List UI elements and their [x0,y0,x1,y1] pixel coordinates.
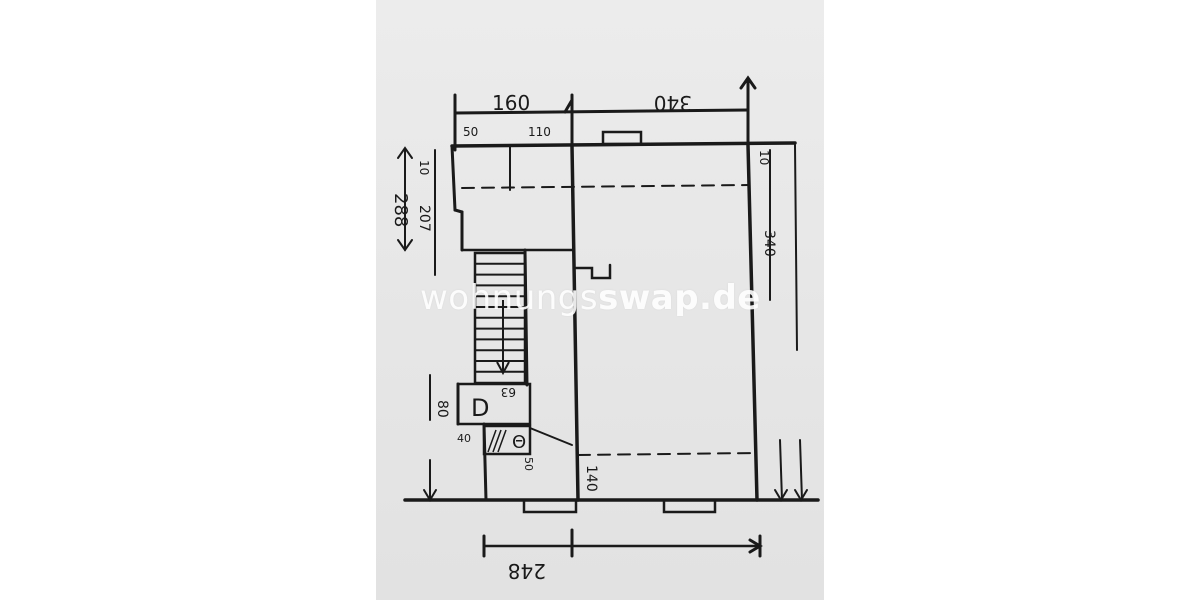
bottom-window [662,498,717,514]
dim-label-door-a: 63 [501,385,516,399]
right-wall [746,143,759,502]
left-wall-upper [450,144,457,212]
central-wall [570,144,580,502]
dim-arrow [397,146,413,159]
stair-wall [523,248,529,387]
niche [574,263,612,280]
watermark-bold: swap.de [598,278,761,318]
dim-arrow [774,489,788,502]
dim-label-mid: 140 [583,465,599,492]
watermark-regular: wohnungs [420,278,599,318]
dim-arrow [748,538,763,554]
dim-label-left-sub-b: 207 [416,205,432,232]
stove-block [456,382,532,426]
stove-sub-label: Θ [512,432,526,453]
dashed-line [461,184,749,189]
dim-label-corner: 40 [457,432,471,445]
dim-label-door-small: 50 [522,457,535,471]
bottom-window [522,498,578,514]
dim-label-door: 80 [434,400,450,418]
door-line [529,427,573,446]
watermark: wohnungsswap.de [420,278,761,318]
dashed-line [747,149,753,291]
dim-label-left-sub-a: 10 [417,160,431,175]
stove-label: D [471,394,489,422]
right-dimension-line [779,439,783,501]
dim-arrow [739,75,757,90]
right-dimension-line [794,144,798,351]
dim-label-top-left: 160 [492,91,530,115]
stair-direction-arrow [496,361,510,376]
dim-arrow [423,489,437,502]
top-dimension-line [453,108,750,115]
dim-label-bottom-total: 248 [508,559,546,583]
stair-treads [475,262,525,373]
dim-label-left-total: 288 [390,193,411,227]
dashed-line [577,452,757,456]
dim-label-sub-left: 50 [463,125,478,139]
top-window [601,130,643,146]
dim-label-right-top: 10 [757,150,771,165]
right-dimension-line [799,439,803,501]
dim-arrow [397,239,413,252]
left-wall-bottom [482,422,488,502]
dim-label-sub-right: 110 [528,125,551,139]
dim-label-right-total: 340 [761,230,777,257]
dim-label-top-right: 340 [654,91,692,115]
dim-slash [563,98,574,114]
chimney-hatch [487,429,507,453]
dim-arrow [794,489,808,502]
